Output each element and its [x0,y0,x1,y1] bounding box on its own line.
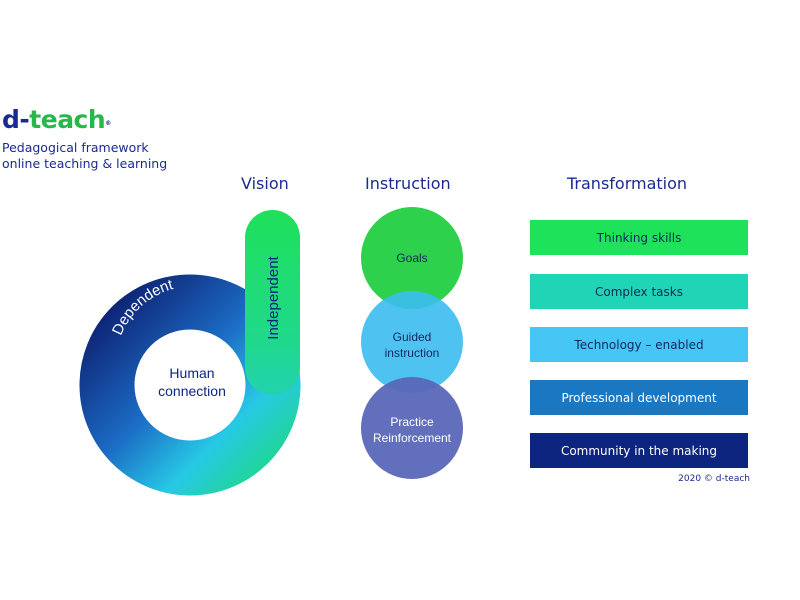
human-connection-disk [135,330,245,440]
bar-technology-enabled-label: Technology – enabled [574,337,704,352]
subtitle-line-1: Pedagogical framework [2,140,149,155]
bar-complex-tasks: Complex tasks [530,274,748,309]
goals-circle [361,207,463,309]
bar-thinking-skills: Thinking skills [530,220,748,255]
instruction-circles [361,207,463,479]
logo-d: d- [2,105,30,134]
center-label-line-2: connection [158,383,226,399]
center-label-line-1: Human [169,365,214,381]
practice-circle [361,377,463,479]
subtitle-line-2: online teaching & learning [2,156,168,171]
practice-label-line-1: Practice [390,415,434,429]
bar-complex-tasks-label: Complex tasks [595,284,683,299]
bar-technology-enabled: Technology – enabled [530,327,748,362]
d-teach-logo: d-teach® [2,104,111,136]
heading-instruction: Instruction [365,174,451,193]
guided-label-line-1: Guided [393,330,432,344]
bar-thinking-skills-label: Thinking skills [596,230,682,245]
goals-label: Goals [396,251,427,265]
registered-mark: ® [105,120,111,127]
guided-label-line-2: instruction [385,346,440,360]
logo-teach: teach [29,105,106,134]
independent-label: Independent [265,255,282,339]
vision-stem [245,210,300,395]
bar-community-in-the-making-label: Community in the making [560,443,718,458]
bar-community-in-the-making: Community in the making [530,433,748,468]
bar-professional-development-label: Professional development [561,390,717,405]
bar-professional-development: Professional development [530,380,748,415]
practice-label-line-2: Reinforcement [373,431,452,445]
heading-transformation: Transformation [567,174,688,193]
heading-vision: Vision [241,174,289,193]
guided-instruction-circle [361,291,463,393]
copyright-text: 2020 © d-teach [678,474,750,484]
